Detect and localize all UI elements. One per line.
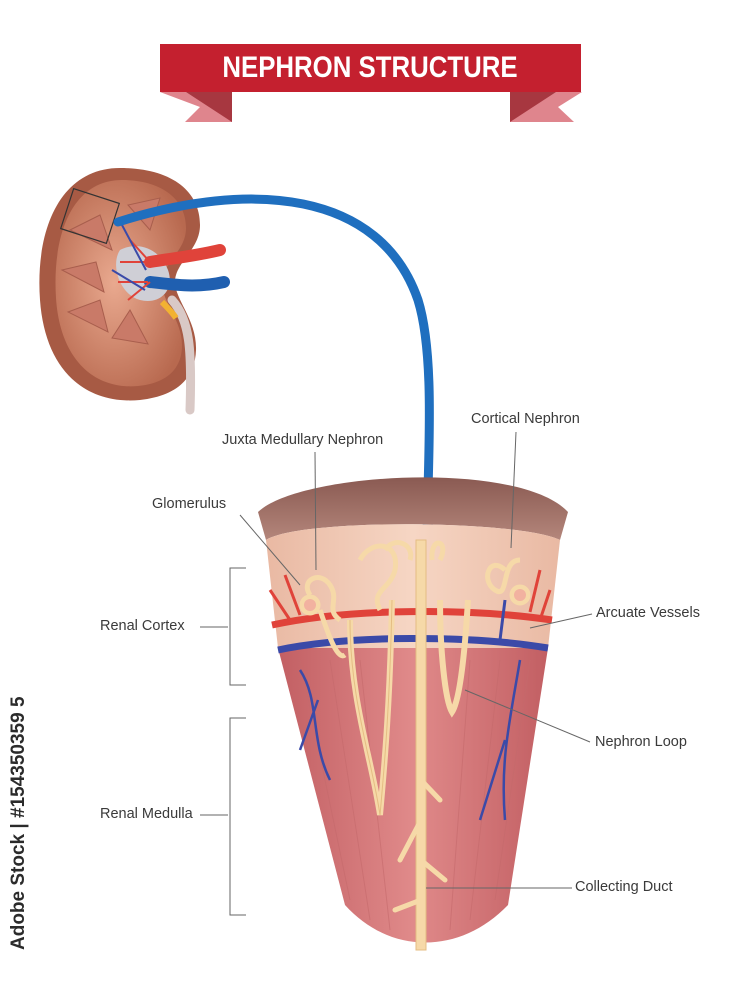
- label-renal-cortex: Renal Cortex: [100, 618, 185, 634]
- label-collecting-duct: Collecting Duct: [575, 879, 673, 895]
- tissue-block: [258, 477, 568, 951]
- label-juxta-medullary-nephron: Juxta Medullary Nephron: [222, 432, 384, 448]
- label-glomerulus: Glomerulus: [152, 496, 227, 512]
- diagram-title: NEPHRON STRUCTURE: [222, 51, 518, 84]
- label-cortical-nephron: Cortical Nephron: [471, 411, 580, 427]
- region-brackets: [229, 567, 246, 916]
- watermark-text: Adobe Stock | #154350359 5: [8, 696, 29, 950]
- kidney-illustration: [39, 168, 230, 415]
- label-renal-medulla: Renal Medulla: [100, 806, 193, 822]
- label-arcuate-vessels: Arcuate Vessels: [596, 605, 700, 621]
- leader-lines: [200, 431, 593, 889]
- stock-watermark: Adobe Stock | #154350359 5: [6, 696, 32, 950]
- label-nephron-loop: Nephron Loop: [595, 734, 687, 750]
- title-banner: [160, 44, 582, 122]
